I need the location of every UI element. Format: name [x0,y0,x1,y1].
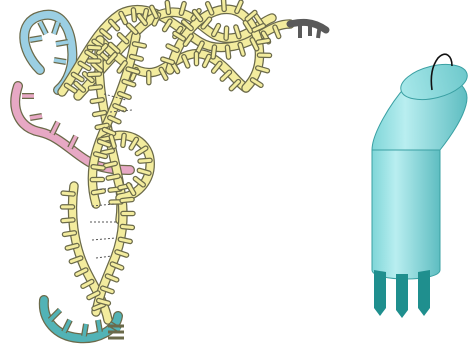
base-rung [90,87,100,88]
trna-simplified-model [372,54,470,318]
base-rung [134,44,144,46]
base-rung [63,193,73,194]
base-rung [213,47,214,57]
base-rung [93,191,103,193]
base-rung [89,47,99,48]
base-rung [122,199,132,200]
base-rung [108,176,118,178]
cca-tail [290,20,326,38]
base-rung [258,41,268,43]
anticodon-pegs [374,270,430,318]
base-rung [93,167,103,168]
base-rung [167,2,168,12]
yellow-helices [62,0,290,320]
base-rung [133,10,134,20]
model-body [372,150,440,279]
base-rung [140,160,150,161]
base-rung [227,47,228,57]
base-rung [92,100,102,102]
base-rung [224,0,225,9]
peg-3 [418,270,430,316]
base-rung [123,135,124,145]
base-rung [63,220,73,221]
trna-ribbon-structure [15,0,326,338]
peg-2 [396,274,408,318]
base-rung [120,239,130,241]
base-rung [65,233,75,235]
base-rung [122,227,132,228]
base-rung [95,113,105,115]
base-rung [89,74,99,75]
peg-1 [374,270,386,316]
